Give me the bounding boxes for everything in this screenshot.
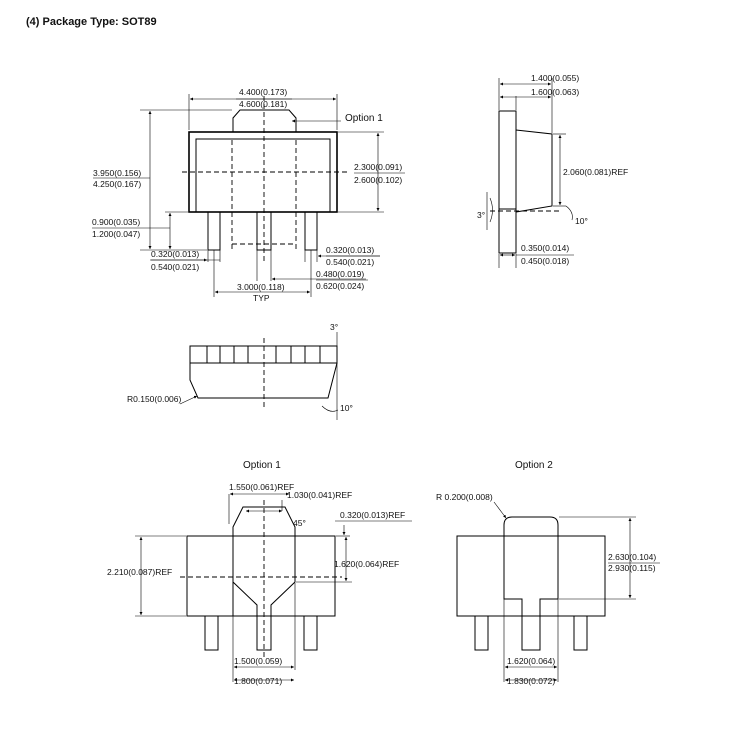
front-view-body — [189, 362, 338, 399]
top-view-body-inner — [195, 138, 331, 213]
front-angle-bottom: 10° — [340, 403, 353, 413]
side-ref: 2.060(0.081)REF — [563, 167, 628, 177]
side-foot-b: 0.450(0.018) — [521, 256, 569, 266]
side-view-body — [515, 129, 553, 213]
option1-lead-right — [303, 615, 318, 651]
option1-lead-b: 1.800(0.071) — [234, 676, 282, 686]
top-leadlen-b: 1.200(0.047) — [92, 229, 140, 239]
side-angle-left: 3° — [477, 210, 485, 220]
side-view: 1.400(0.055) 1.600(0.063) 2.060(0.081)RE… — [477, 73, 628, 268]
option2-label: Option 2 — [515, 460, 553, 471]
option1-chamfer: 45° — [293, 518, 306, 528]
top-pitch: 3.000(0.118) — [237, 282, 285, 292]
option1-lead-left — [204, 615, 219, 651]
top-view: 4.400(0.173) 4.600(0.181) Option 1 3.950… — [92, 87, 405, 303]
top-pitch-note: TYP — [253, 293, 270, 303]
top-height-a: 3.950(0.156) — [93, 168, 141, 178]
option1-view: Option 1 1.550(0.061)REF 1.030(0.041)REF… — [107, 460, 412, 686]
top-body-b: 2.600(0.102) — [354, 175, 402, 185]
top-view-lead-right — [304, 211, 318, 251]
option1-label: Option 1 — [243, 460, 281, 471]
front-view-top — [189, 345, 338, 364]
top-option-label: Option 1 — [345, 113, 383, 124]
top-view-tab — [232, 109, 297, 132]
side-thick-b: 1.600(0.063) — [531, 87, 579, 97]
side-view-foot — [498, 208, 517, 254]
option2-height-b: 2.930(0.115) — [608, 563, 656, 573]
top-leadlen-a: 0.900(0.035) — [92, 217, 140, 227]
option1-tab-w: 1.550(0.061)REF — [229, 482, 294, 492]
option2-radius: R 0.200(0.008) — [436, 492, 493, 502]
top-leadw-a: 0.320(0.013) — [151, 249, 199, 259]
top-leadw2-a: 0.320(0.013) — [326, 245, 374, 255]
option1-height-ref: 2.210(0.087)REF — [107, 567, 172, 577]
option1-tab-h: 0.320(0.013)REF — [340, 510, 405, 520]
option2-lead-left — [474, 615, 489, 651]
front-angle-top: 3° — [330, 322, 338, 332]
page-title: (4) Package Type: SOT89 — [26, 16, 157, 28]
option2-body — [456, 535, 606, 617]
option2-lead-b: 1.830(0.072) — [507, 676, 555, 686]
top-leadw-b: 0.540(0.021) — [151, 262, 199, 272]
top-centerw-b: 0.620(0.024) — [316, 281, 364, 291]
option1-tab-inner: 1.030(0.041)REF — [287, 490, 352, 500]
side-view-tab — [498, 110, 517, 210]
top-leadw2-b: 0.540(0.021) — [326, 257, 374, 267]
option1-body-ref: 1.620(0.064)REF — [334, 559, 399, 569]
side-thick-a: 1.400(0.055) — [531, 73, 579, 83]
option2-view: Option 2 R 0.200(0.008) 2.630(0.104) 2.9… — [436, 460, 660, 686]
top-height-b: 4.250(0.167) — [93, 179, 141, 189]
option1-lead-a: 1.500(0.059) — [234, 656, 282, 666]
top-width-b: 4.600(0.181) — [239, 99, 287, 109]
option2-lead-a: 1.620(0.064) — [507, 656, 555, 666]
side-angle-right: 10° — [575, 216, 588, 226]
option1-pad — [232, 506, 296, 651]
option2-lead-right — [573, 615, 588, 651]
option2-pad — [503, 516, 559, 651]
front-radius: R0.150(0.006) — [127, 394, 182, 404]
side-foot-a: 0.350(0.014) — [521, 243, 569, 253]
option2-height-a: 2.630(0.104) — [608, 552, 656, 562]
top-width-a: 4.400(0.173) — [239, 87, 287, 97]
top-body-a: 2.300(0.091) — [354, 162, 402, 172]
front-view: 3° 10° R0.150(0.006) — [127, 322, 353, 420]
option1-body — [186, 535, 336, 617]
top-view-lead-left — [207, 211, 221, 251]
top-centerw-a: 0.480(0.019) — [316, 269, 364, 279]
